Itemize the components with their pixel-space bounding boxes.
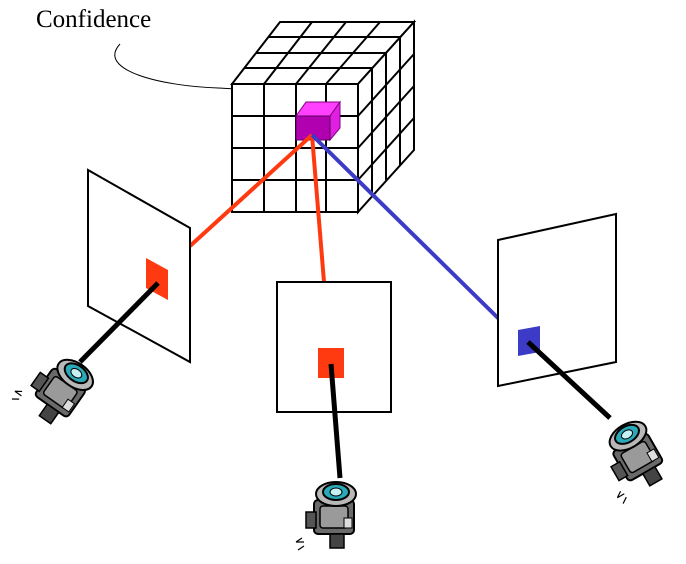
sight-line-left [78, 281, 160, 364]
image-plane-right [497, 212, 617, 388]
confidence-label: Confidence [36, 6, 152, 33]
sight-line-right [526, 340, 612, 420]
camera-center [295, 481, 357, 551]
ray-right-blue [310, 133, 502, 322]
sight-line-center [328, 363, 343, 479]
ray-center-red [310, 134, 326, 283]
ray-left-red [188, 133, 314, 248]
confidence-voxel [295, 100, 341, 142]
camera-right [586, 414, 675, 506]
image-plane-left [87, 168, 191, 364]
